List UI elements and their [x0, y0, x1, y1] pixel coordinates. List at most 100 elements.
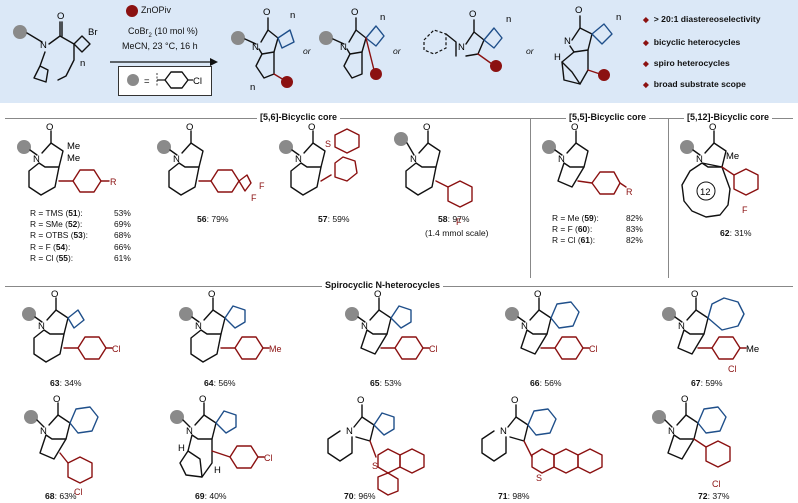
or-text-2: or	[393, 46, 401, 56]
svg-text:Cl: Cl	[193, 76, 202, 87]
yield-row: R = F (54):66%	[30, 241, 131, 252]
structure-72: N O Cl	[652, 394, 731, 489]
label-72: 72: 37%	[698, 491, 730, 501]
svg-text:N: N	[186, 426, 193, 437]
product-spiro-type: N O n	[319, 7, 385, 80]
svg-text:N: N	[38, 321, 45, 332]
svg-text:N: N	[564, 36, 571, 47]
svg-text:S: S	[372, 461, 378, 471]
svg-text:Cl: Cl	[728, 364, 737, 374]
svg-text:O: O	[357, 395, 364, 406]
structure-56: N O F F	[157, 122, 265, 203]
label-65: 65: 53%	[370, 378, 402, 388]
svg-text:O: O	[575, 5, 582, 16]
reagent-text: ZnOPiv	[141, 5, 172, 15]
svg-text:N: N	[361, 321, 368, 332]
solvent-temp-text: MeCN, 23 °C, 16 h	[122, 41, 198, 51]
svg-text:Cl: Cl	[74, 487, 83, 497]
subscript-n: n	[80, 58, 85, 69]
svg-text:Cl: Cl	[712, 479, 721, 489]
svg-text:N: N	[340, 42, 347, 53]
svg-text:O: O	[208, 289, 215, 300]
svg-text:O: O	[374, 289, 381, 300]
svg-text:O: O	[51, 289, 58, 300]
svg-text:n: n	[290, 10, 295, 21]
section-title-5-12: [5,12]-Bicyclic core	[684, 112, 773, 122]
atom-o: O	[57, 11, 64, 22]
yield-row: R = Cl (55):61%	[30, 252, 131, 263]
label-58-scale: (1.4 mmol scale)	[425, 228, 489, 238]
divider-vertical-2	[668, 118, 669, 278]
atom-br: Br	[88, 27, 98, 38]
svg-text:S: S	[536, 473, 542, 483]
structure-58: N O F	[394, 122, 473, 227]
product-bridged-type: O N H n	[554, 5, 621, 85]
label-64: 64: 56%	[204, 378, 236, 388]
section-title-5-5: [5,5]-Bicyclic core	[566, 112, 650, 122]
svg-text:O: O	[511, 395, 518, 406]
structure-65: N O Cl	[345, 289, 438, 360]
divider-vertical-1	[530, 118, 531, 278]
structure-71: N O S	[481, 395, 603, 483]
structure-67: N O Me Cl	[662, 289, 759, 374]
legend-content: = Cl	[127, 71, 202, 89]
label-70: 70: 96%	[344, 491, 376, 501]
svg-text:Me: Me	[269, 344, 282, 354]
label-57: 57: 59%	[318, 214, 350, 224]
svg-text:Me: Me	[67, 141, 80, 152]
label-68: 68: 63%	[45, 491, 77, 501]
svg-text:n: n	[250, 82, 255, 93]
reaction-arrow	[110, 58, 218, 66]
svg-text:O: O	[423, 122, 430, 133]
catalyst-text: CoBr2 (10 mol %)	[128, 26, 198, 39]
svg-text:N: N	[558, 154, 565, 165]
label-66: 66: 56%	[530, 378, 562, 388]
svg-text:N: N	[40, 426, 47, 437]
yield-row: R = Cl (61):82%	[552, 235, 643, 246]
svg-text:N: N	[410, 154, 417, 165]
yield-list-59-61: R = Me (59):82%R = F (60):83%R = Cl (61)…	[552, 213, 643, 247]
svg-text:=: =	[144, 76, 150, 87]
structure-59-61: N O R	[542, 122, 633, 197]
svg-text:O: O	[534, 289, 541, 300]
svg-text:H: H	[554, 52, 561, 63]
section-divider-top	[5, 118, 793, 119]
svg-text:O: O	[469, 9, 476, 20]
svg-text:O: O	[308, 122, 315, 133]
scheme-starting-material: N O Br n	[13, 11, 98, 83]
label-56: 56: 79%	[197, 214, 229, 224]
or-text-3: or	[526, 46, 534, 56]
svg-text:O: O	[691, 289, 698, 300]
svg-text:N: N	[346, 426, 353, 437]
svg-text:12: 12	[700, 187, 711, 198]
structure-70: N O S	[327, 395, 425, 496]
svg-text:F: F	[456, 217, 462, 227]
yield-list-51-55: R = TMS (51):53%R = SMe (52):69%R = OTBS…	[30, 208, 131, 264]
label-71: 71: 98%	[498, 491, 530, 501]
svg-text:N: N	[252, 42, 259, 53]
svg-text:Cl: Cl	[112, 344, 121, 354]
svg-text:Me: Me	[746, 344, 759, 355]
svg-text:H: H	[178, 443, 185, 454]
svg-text:Me: Me	[726, 151, 739, 162]
section-title-spiro: Spirocyclic N-heterocycles	[322, 280, 444, 290]
structure-69: N O H H Cl	[170, 394, 273, 478]
feature-spiro: ◆spiro heterocycles	[643, 58, 730, 68]
svg-text:N: N	[195, 321, 202, 332]
svg-text:O: O	[571, 122, 578, 133]
structure-57: N O S	[279, 122, 360, 196]
svg-text:O: O	[53, 394, 60, 405]
svg-text:N: N	[668, 426, 675, 437]
product-fused-arene-type: N O n	[423, 9, 511, 72]
svg-text:S: S	[325, 139, 331, 149]
svg-text:Me: Me	[67, 153, 80, 164]
svg-text:O: O	[709, 122, 716, 133]
svg-text:O: O	[186, 122, 193, 133]
feature-bicyclic: ◆bicyclic heterocycles	[643, 37, 741, 47]
yield-row: R = SMe (52):69%	[30, 219, 131, 230]
label-63: 63: 34%	[50, 378, 82, 388]
svg-text:N: N	[500, 426, 507, 437]
structure-64: N O Me	[179, 289, 282, 363]
svg-text:Cl: Cl	[264, 453, 273, 463]
svg-text:F: F	[251, 193, 257, 203]
